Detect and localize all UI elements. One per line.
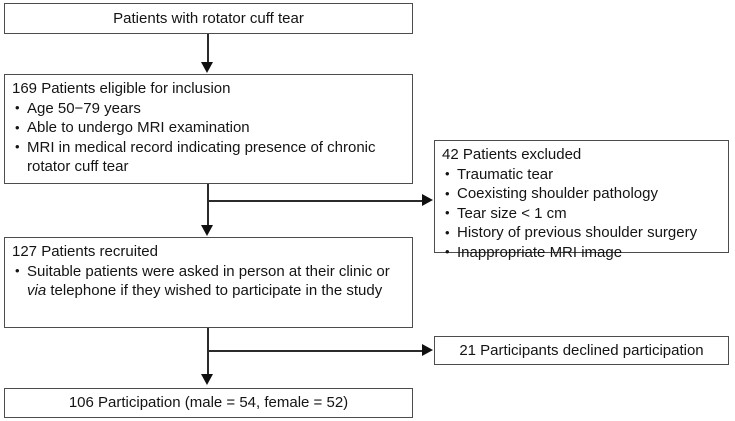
node-eligible-title: 169 Patients eligible for inclusion: [12, 80, 231, 97]
list-item: Traumatic tear: [442, 164, 722, 185]
node-eligible-bullet-list: Age 50−79 years Able to undergo MRI exam…: [12, 98, 406, 177]
connector-source-to-eligible: [207, 34, 209, 65]
list-item: Inappropriate MRI image: [442, 242, 722, 263]
node-participation-title: 106 Participation (male = 54, female = 5…: [68, 394, 349, 412]
arrowhead-eligible-to-excluded: [422, 194, 433, 206]
connector-recruited-to-declined: [207, 350, 423, 352]
connector-recruited-to-participation: [207, 328, 209, 376]
list-item: Able to undergo MRI examination: [12, 118, 406, 138]
list-item-text-part-2: telephone if they wished to participate …: [46, 282, 383, 299]
list-item: Tear size < 1 cm: [442, 203, 722, 224]
node-recruited-bullet-list: Suitable patients were asked in person a…: [12, 261, 406, 301]
list-item: MRI in medical record indicating presenc…: [12, 137, 406, 177]
node-excluded: 42 Patients excluded Traumatic tear Coex…: [434, 140, 729, 261]
list-item: Suitable patients were asked in person a…: [12, 261, 406, 301]
node-declined: 21 Participants declined participation: [434, 336, 729, 365]
list-item: History of previous shoulder surgery: [442, 223, 722, 243]
arrowhead-source-to-eligible: [201, 62, 213, 73]
node-excluded-title: 42 Patients excluded: [442, 146, 582, 163]
node-participation: 106 Participation (male = 54, female = 5…: [4, 388, 413, 418]
arrowhead-recruited-to-declined: [422, 344, 433, 356]
node-source-title: Patients with rotator cuff tear: [113, 9, 304, 27]
node-source: Patients with rotator cuff tear: [4, 3, 413, 34]
node-excluded-bullet-list: Traumatic tear Coexisting shoulder patho…: [442, 164, 722, 263]
list-item: Coexisting shoulder pathology: [442, 184, 722, 204]
node-recruited-title: 127 Patients recruited: [12, 243, 158, 260]
connector-eligible-to-recruited: [207, 184, 209, 228]
list-item: Age 50−79 years: [12, 98, 406, 119]
arrowhead-recruited-to-participation: [201, 374, 213, 385]
list-item-text-part-1: Suitable patients were asked in person a…: [27, 262, 390, 280]
arrowhead-eligible-to-recruited: [201, 225, 213, 236]
node-declined-title: 21 Participants declined participation: [459, 341, 704, 359]
connector-eligible-to-excluded: [207, 200, 423, 202]
node-eligible: 169 Patients eligible for inclusion Age …: [4, 74, 413, 184]
node-recruited: 127 Patients recruited Suitable patients…: [4, 237, 413, 328]
list-item-emphasis: via: [27, 282, 47, 299]
